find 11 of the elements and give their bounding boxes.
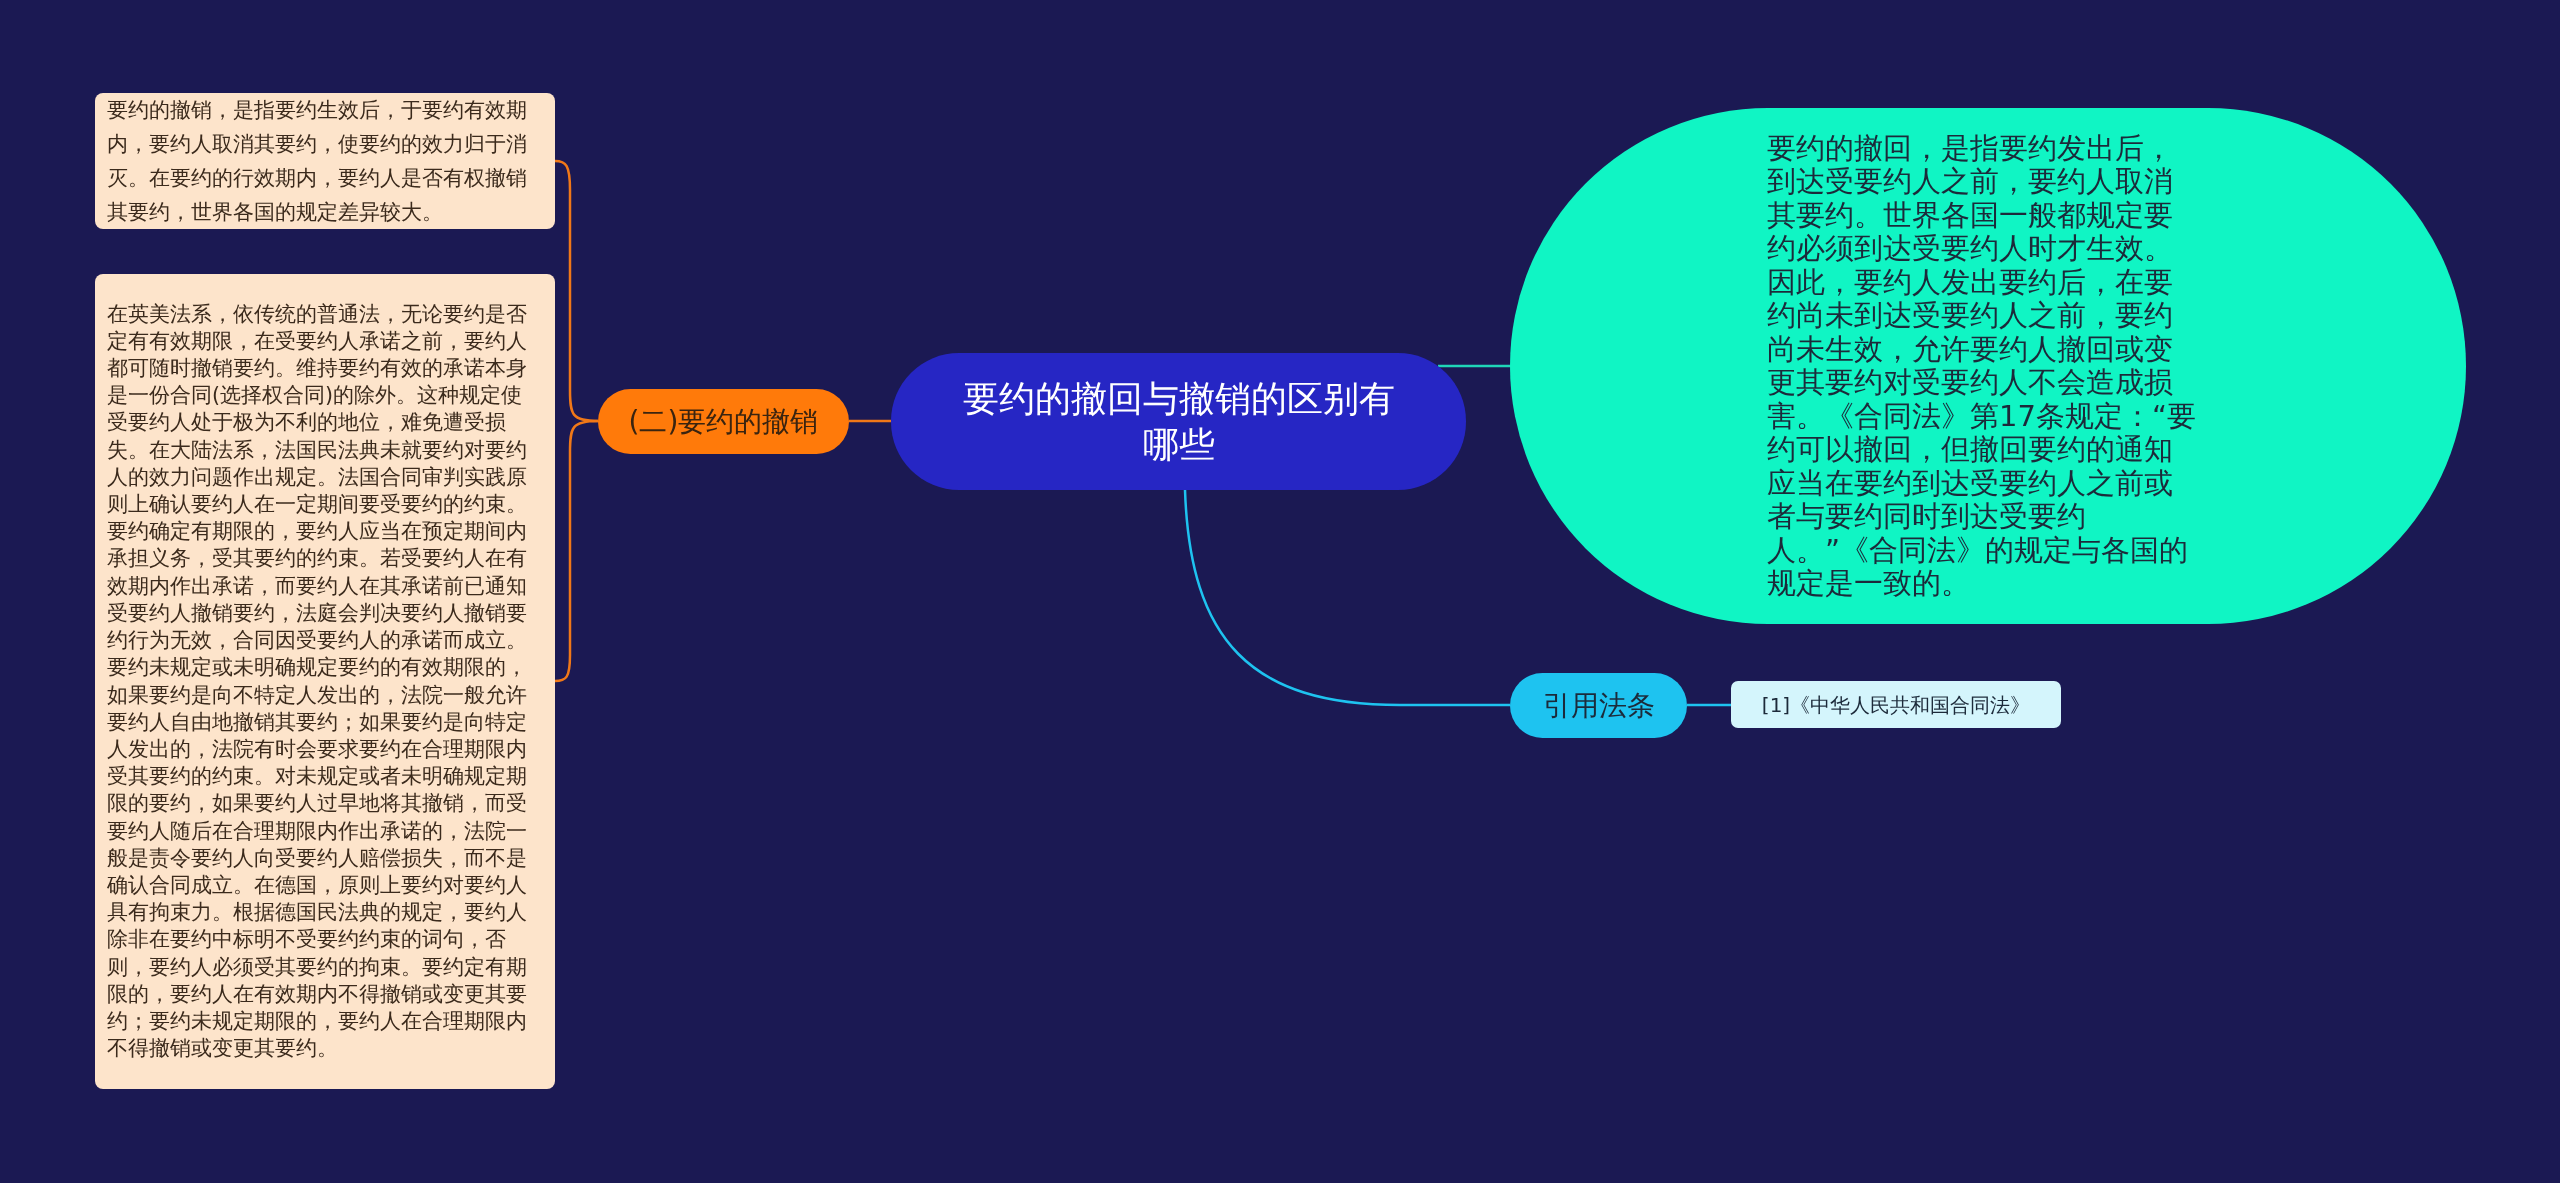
text-card: 在英美法系，依传统的普通法，无论要约是否定有有效期限，在受要约人承诺之前，要约人都可随时撤销要约。维持要约有效的承诺本身是一份合同(选择权合同)的除外。这种规定使受要约人处于极为不利的地位，难免遭受损失。在大陆法系，法国民法典未就要约对要约人的效力问题作出规定。法国合同审判实践原则上确认要约人在一定期间要受要约的约束。要约确定有期限的，要约人应当在预定期间内承担义务，受其要约的约束。若受要约人在有效期内作出承诺，而要约人在其承诺前已通知受要约人撤销要约，法庭会判决要约人撤销要约行为无效，合同因受要约人的承诺而成立。要约未规定或未明确规定要约的有效期限的，如果要约是向不特定人发出的，法院一般允许要约人自由地撤销其要约；如果要约是向特定人发出的，法院有时会要求要约在合理期限内受其要约的约束。对未规定或者未明确规定期限的要约，如果要约人过早地将其撤销，而受要约人随后在合理期限内作出承诺的，法院一般是责令要约人向受要约人赔偿损失，而不是确认合同成立。在德国，原则上要约对要约人具有拘束力。根据德国民法典的规定，要约人除非在要约中标明不受要约约束的词句，否则，要约人必须受其要约的拘束。要约定有期限的，要约人在有效期内不得撤销或变更其要约；要约未规定期限的，要约人在合理期限内不得撤销或变更其要约。	[95, 274, 555, 1089]
citation-card: [1]《中华人民共和国合同法》	[1731, 681, 2061, 728]
subtopic-pill: (二)要约的撤销	[598, 389, 849, 454]
text-card: 要约的撤销，是指要约生效后，于要约有效期内，要约人取消其要约，使要约的效力归于消灭。在要约的行效期内，要约人是否有权撤销其要约，世界各国的规定差异较大。	[95, 93, 555, 229]
subtopic-pill: 引用法条	[1510, 673, 1687, 738]
connector	[1438, 364, 1510, 368]
central-topic: 要约的撤回与撤销的区别有哪些	[891, 353, 1466, 490]
connector	[1183, 489, 1510, 707]
connector	[554, 419, 599, 683]
connector	[849, 419, 891, 423]
connector	[1687, 703, 1731, 707]
